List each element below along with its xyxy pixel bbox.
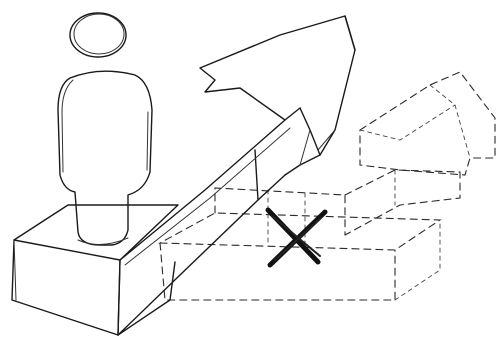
arrow-shaft-top [120,108,300,260]
solid-arrow [118,16,355,335]
dashed-slab-front [160,243,395,300]
x-mark [268,210,325,265]
slab-right [118,262,175,335]
person-body [58,71,152,245]
dashed-slab-side [395,220,440,300]
person-shadow [78,238,128,245]
dashed-upper-step [345,170,460,235]
arrow-head-face [285,16,355,175]
slab-left-edge [14,240,16,300]
person-head-sketch [74,14,124,54]
person-head [70,13,126,57]
slab-front [12,240,120,335]
dashed-arrow-head-inner [360,85,470,158]
person-figure [58,13,152,245]
person-body-sketch [62,80,148,172]
solid-slab [12,205,178,335]
dashed-arrow-head [360,72,495,175]
arrow-shaft-bottom [118,175,285,335]
